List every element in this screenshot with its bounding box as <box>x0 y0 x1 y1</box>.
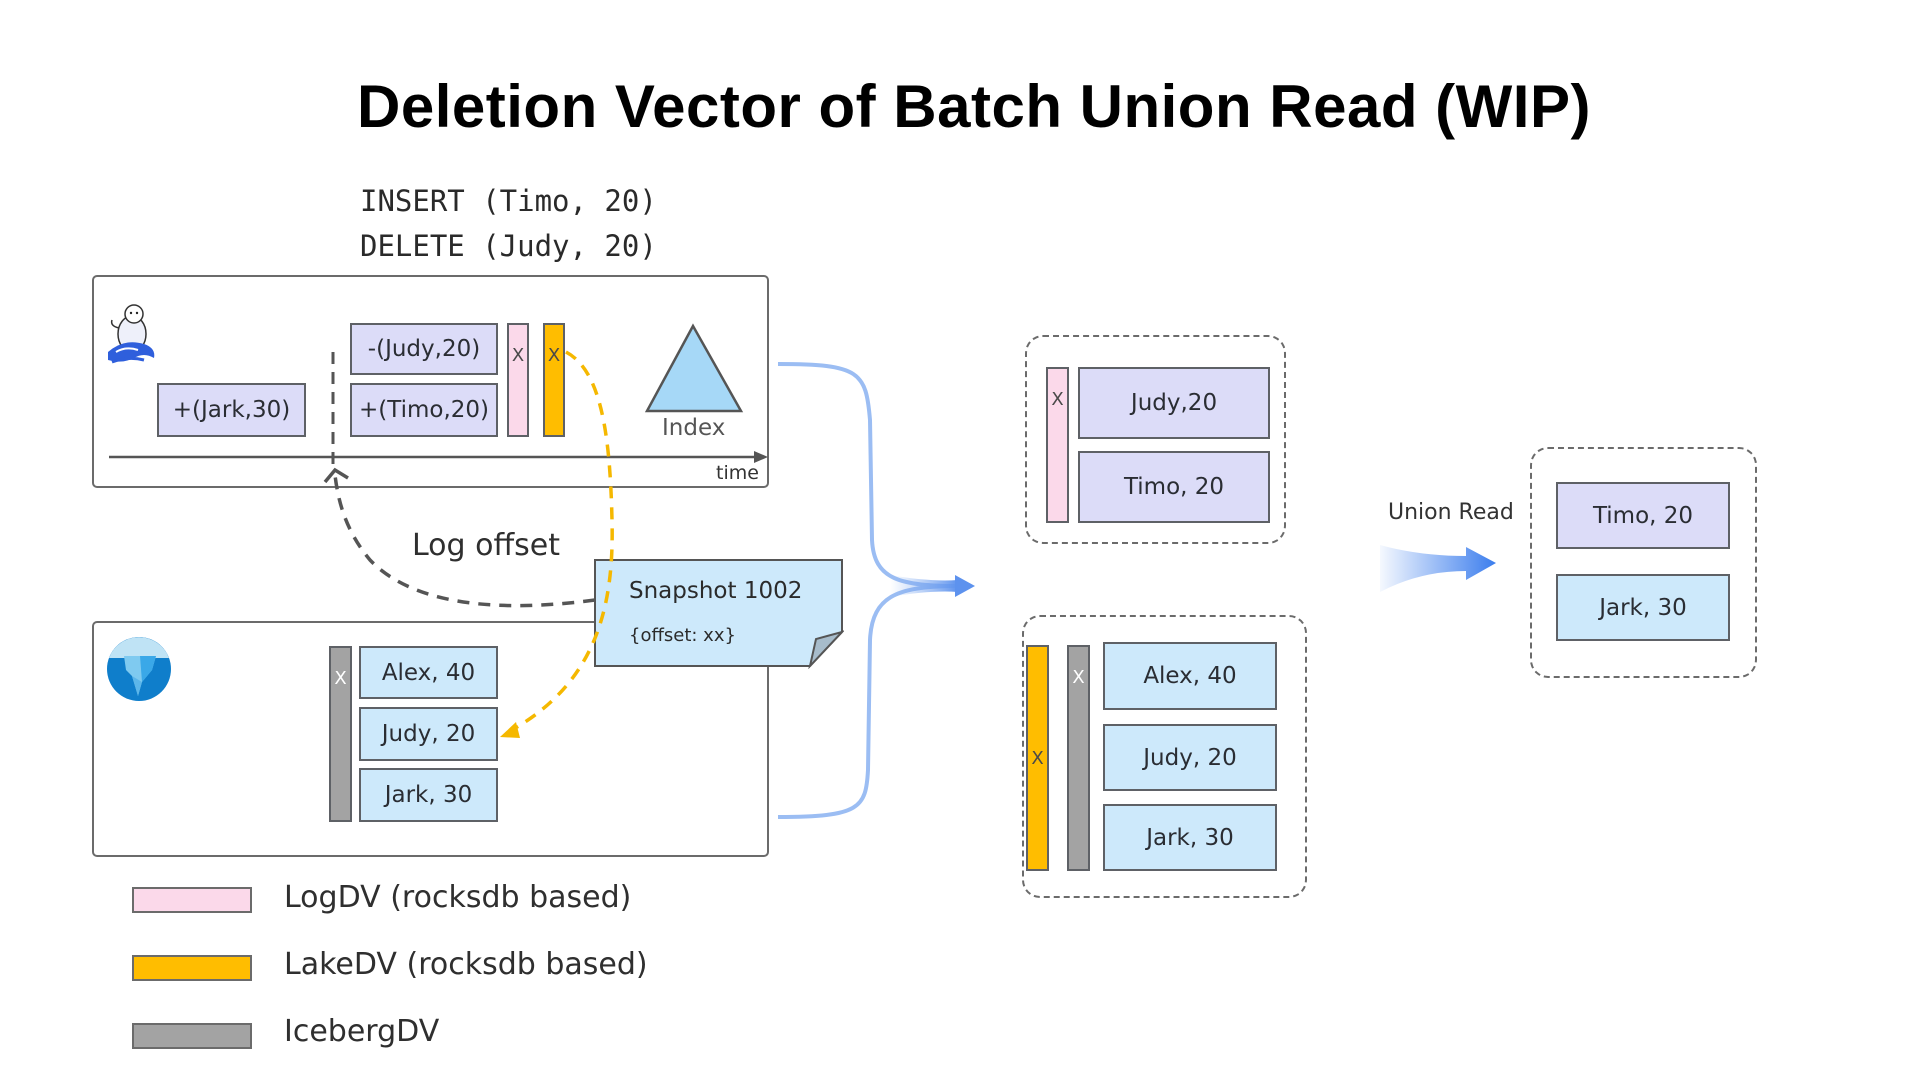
snapshot-title: Snapshot 1002 <box>629 578 803 604</box>
lake-dv-mark: X <box>547 345 561 366</box>
lake-result-lake-dv-mark: X <box>1031 747 1044 769</box>
log-panel <box>92 275 769 488</box>
final-result-record-jark: Jark, 30 <box>1556 574 1730 641</box>
log-result-dv-strip: X <box>1046 367 1069 523</box>
snapshot-offset: {offset: xx} <box>629 625 736 646</box>
merge-flow-gradient <box>890 575 958 597</box>
iceberg-logo-icon <box>107 637 171 701</box>
lake-result-record-alex: Alex, 40 <box>1103 642 1277 710</box>
snapshot-note-shape <box>594 559 844 669</box>
lake-record-judy: Judy, 20 <box>359 707 498 761</box>
sql-insert: INSERT (Timo, 20) <box>360 184 657 218</box>
lake-result-iceberg-dv-mark: X <box>1072 667 1085 688</box>
index-label: Index <box>662 415 726 441</box>
legend-label-icebergdv: IcebergDV <box>284 1014 440 1049</box>
otter-wave-logo-icon <box>108 304 155 364</box>
log-result-record-judy: Judy,20 <box>1078 367 1270 439</box>
time-axis-label: time <box>716 462 759 484</box>
legend-swatch-lakedv <box>132 955 252 981</box>
log-result-group <box>1025 335 1286 544</box>
page-title: Deletion Vector of Batch Union Read (WIP… <box>357 73 1591 140</box>
lake-result-record-jark: Jark, 30 <box>1103 804 1277 871</box>
final-result-group <box>1530 447 1757 678</box>
union-read-label: Union Read <box>1388 500 1514 525</box>
index-triangle-icon <box>644 323 744 413</box>
lake-result-record-judy: Judy, 20 <box>1103 724 1277 791</box>
log-dv-mark: X <box>511 345 525 366</box>
iceberg-dv-strip: X <box>329 646 352 822</box>
log-record-timo-insert: +(Timo,20) <box>350 383 498 437</box>
log-dv-strip: X <box>507 323 529 437</box>
lake-record-jark: Jark, 30 <box>359 768 498 822</box>
lake-result-group <box>1022 615 1307 898</box>
lake-dv-strip: X <box>543 323 565 437</box>
lake-record-alex: Alex, 40 <box>359 646 498 699</box>
legend-swatch-icebergdv <box>132 1023 252 1049</box>
log-record-judy-delete: -(Judy,20) <box>350 323 498 375</box>
log-result-record-timo: Timo, 20 <box>1078 451 1270 523</box>
legend-swatch-logdv <box>132 887 252 913</box>
log-result-dv-mark: X <box>1051 389 1064 410</box>
final-result-record-timo: Timo, 20 <box>1556 482 1730 549</box>
legend-label-lakedv: LakeDV (rocksdb based) <box>284 947 648 982</box>
sql-delete: DELETE (Judy, 20) <box>360 229 657 263</box>
merge-arrowhead <box>955 575 975 597</box>
log-record-jark-insert: +(Jark,30) <box>157 383 306 437</box>
lake-result-iceberg-dv-strip: X <box>1067 645 1090 871</box>
union-read-arrow <box>1380 545 1496 592</box>
legend-label-logdv: LogDV (rocksdb based) <box>284 880 632 915</box>
log-panel-flow <box>777 362 961 588</box>
log-offset-label: Log offset <box>412 528 560 563</box>
lake-result-lake-dv-strip: X <box>1026 645 1049 871</box>
iceberg-dv-mark: X <box>334 668 347 689</box>
